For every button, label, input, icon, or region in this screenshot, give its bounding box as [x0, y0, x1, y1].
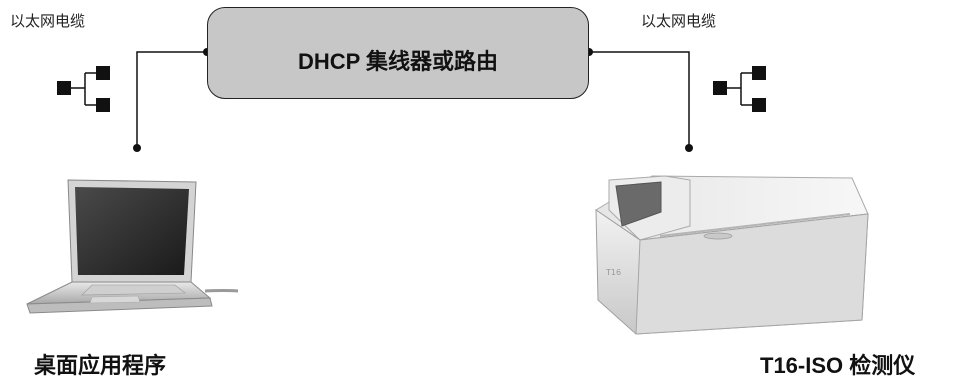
device-logo: T16: [606, 268, 622, 277]
right-device-caption: T16-ISO 检测仪: [760, 353, 916, 378]
t16-device-image: [595, 175, 869, 335]
left-cable-label: 以太网电缆: [10, 12, 86, 30]
hub-label: DHCP 集线器或路由: [297, 49, 499, 74]
right-device-port-dot: [685, 144, 693, 152]
left-device-port-dot: [133, 144, 141, 152]
right-cable-line: [589, 51, 690, 148]
left-cable-line: [136, 51, 207, 148]
left-device-caption: 桌面应用程序: [34, 353, 167, 378]
dhcp-hub-box: DHCP 集线器或路由: [207, 7, 589, 99]
right-network-icon: [713, 66, 766, 112]
right-cable-label: 以太网电缆: [641, 12, 717, 30]
left-network-icon: [57, 66, 110, 112]
laptop-image: [26, 179, 239, 314]
